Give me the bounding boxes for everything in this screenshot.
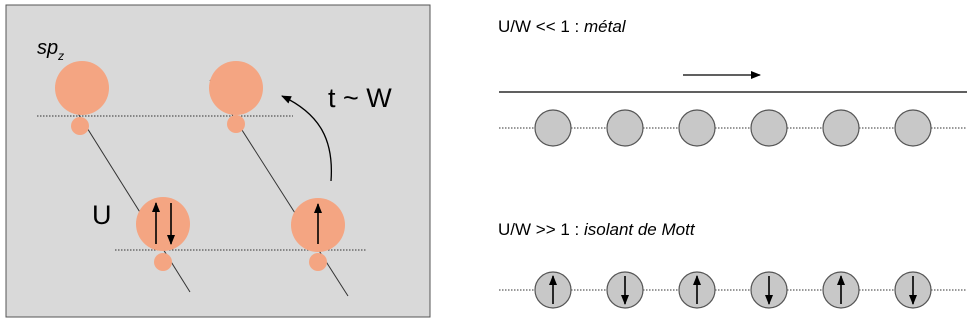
lattice-site [534,271,572,309]
lattice-site [822,109,860,147]
lattice-site [894,109,932,147]
orbital-site-bottom-left [136,197,190,271]
lattice-site [678,271,716,309]
orbital-site-bottom-right [291,198,345,271]
panel-background [5,4,431,318]
interaction-label: U [92,200,112,230]
metal-regime-label: U/W << 1 : métal [498,17,627,36]
lattice-site [678,109,716,147]
lattice-site [750,109,788,147]
orbital-site-top-right [209,61,263,133]
lattice-site [750,271,788,309]
mott-site-chain [534,271,932,309]
hopping-label: t ~ W [328,83,392,113]
lattice-site [606,271,644,309]
orbital-site-top-left [55,61,109,135]
lattice-site [822,271,860,309]
metal-site-chain [534,109,932,147]
lattice-site [894,271,932,309]
orbital-label: spz [37,37,64,63]
lattice-site [534,109,572,147]
lattice-panel: spz U t ~ W [5,4,431,318]
lattice-site [606,109,644,147]
regimes-panel: U/W << 1 : métal U/W >> 1 : isolant de M… [498,17,967,309]
hopping-arrow [281,95,333,182]
mott-regime-label: U/W >> 1 : isolant de Mott [498,220,696,239]
